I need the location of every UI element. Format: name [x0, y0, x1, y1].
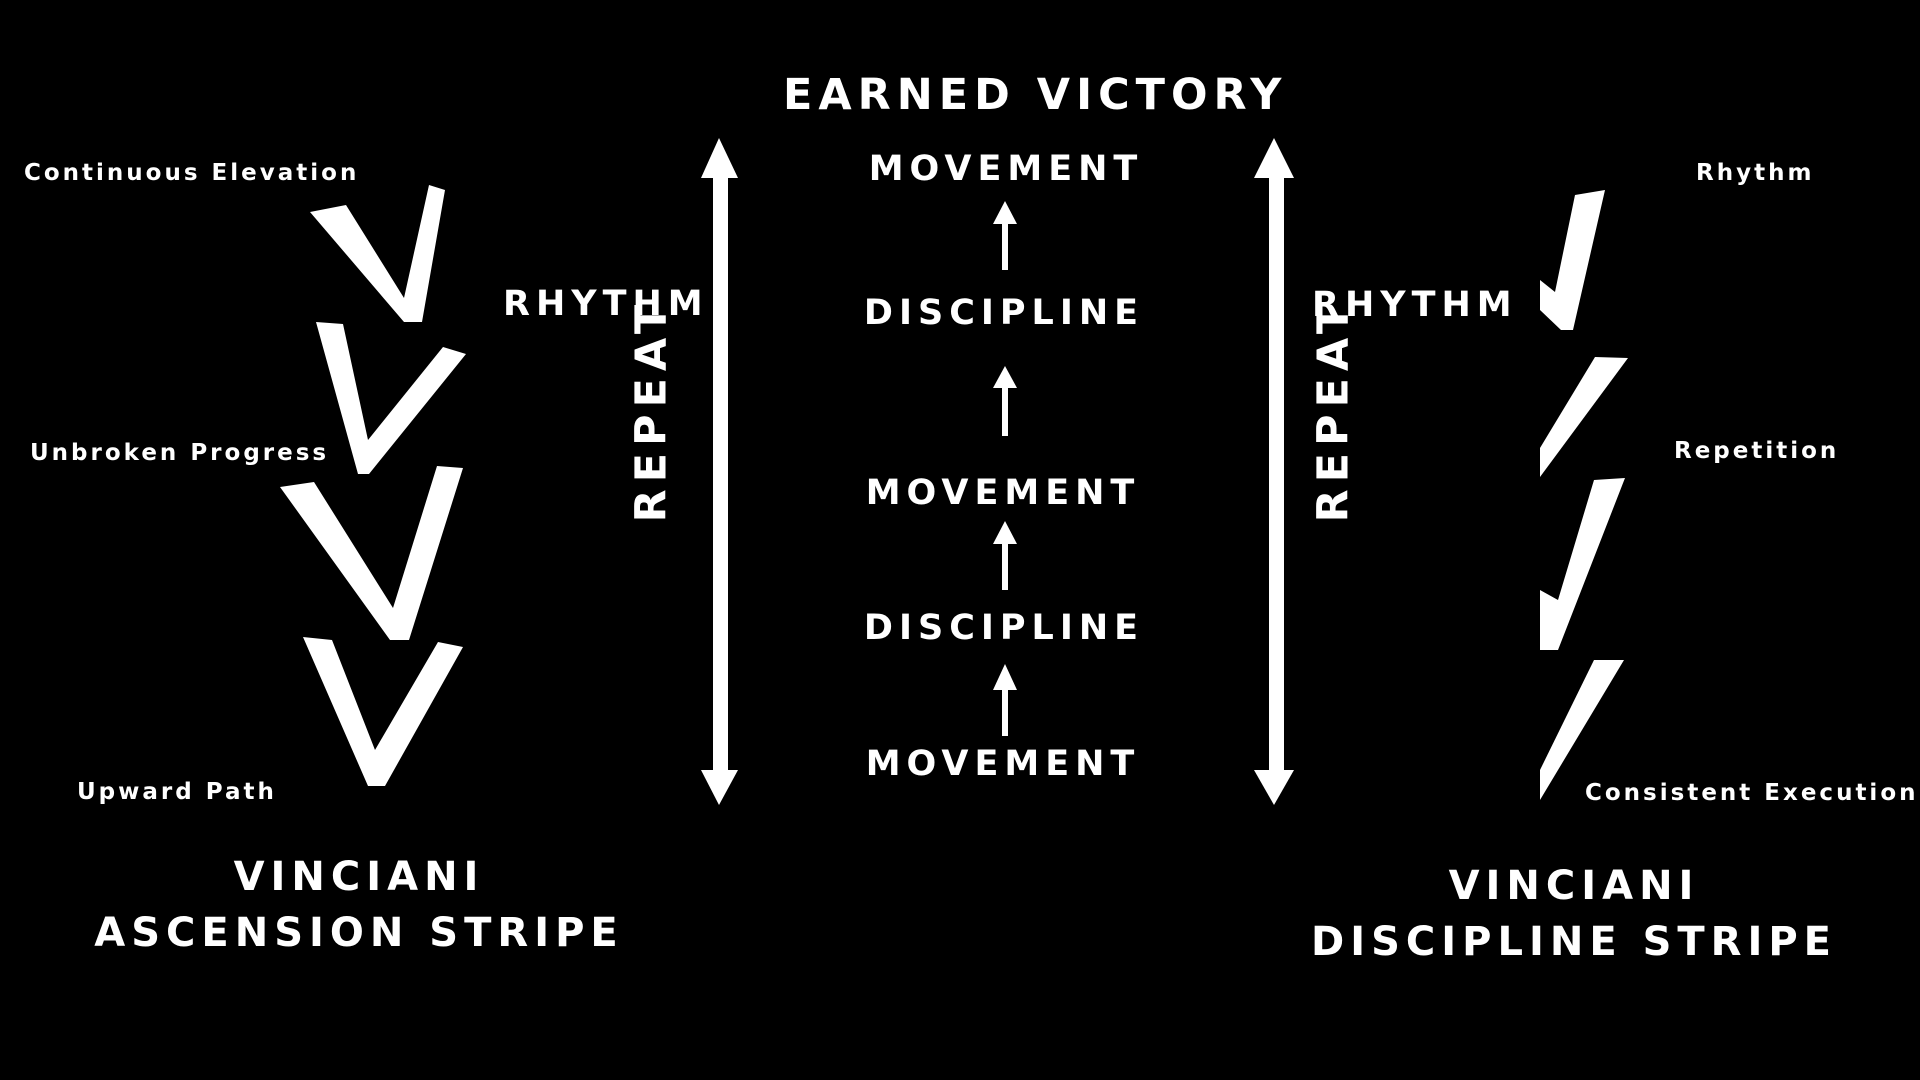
ascension-label-middle: Unbroken Progress [30, 440, 330, 466]
discipline-slash [1540, 478, 1625, 650]
stack-label-discipline: DISCIPLINE [863, 293, 1145, 333]
ascension-label-top: Continuous Elevation [24, 160, 360, 186]
right-double-arrow [1254, 138, 1294, 805]
discipline-caption-line2: DISCIPLINE STRIPE [1311, 919, 1837, 965]
ascension-chevron [280, 466, 463, 640]
ascension-chevron [303, 637, 463, 786]
left-double-arrow [701, 138, 738, 805]
ascension-label-bottom: Upward Path [77, 779, 277, 805]
ascension-caption: VINCIANI ASCENSION STRIPE [94, 849, 623, 961]
discipline-label-middle: Repetition [1674, 438, 1840, 464]
discipline-label-top: Rhythm [1696, 160, 1815, 186]
ascension-caption-line2: ASCENSION STRIPE [94, 910, 624, 956]
discipline-slash [1540, 190, 1605, 330]
discipline-slash [1540, 660, 1624, 800]
left-rhythm-label: RHYTHM [503, 284, 709, 324]
stack-label-discipline: DISCIPLINE [863, 608, 1145, 648]
stack-label-movement: MOVEMENT [868, 149, 1144, 189]
ascension-stripe [280, 185, 466, 786]
center-up-arrow [993, 366, 1017, 436]
center-up-arrow [993, 201, 1017, 270]
discipline-caption: VINCIANI DISCIPLINE STRIPE [1311, 858, 1837, 970]
discipline-slash [1540, 357, 1628, 477]
stack-label-movement: MOVEMENT [865, 744, 1141, 784]
diagram-title: EARNED VICTORY [783, 70, 1288, 120]
stack-label-movement: MOVEMENT [865, 473, 1141, 513]
right-rhythm-label: RHYTHM [1312, 285, 1518, 325]
discipline-caption-line1: VINCIANI [1448, 863, 1700, 909]
ascension-caption-line1: VINCIANI [233, 854, 485, 900]
discipline-label-bottom: Consistent Execution [1585, 780, 1919, 806]
ascension-chevron [316, 322, 466, 474]
discipline-stripe [1540, 190, 1628, 800]
center-up-arrow [993, 664, 1017, 736]
center-up-arrow [993, 521, 1017, 590]
ascension-chevron [310, 185, 445, 322]
right-repeat-label: REPEAT [1308, 297, 1359, 523]
left-repeat-label: REPEAT [626, 297, 677, 523]
